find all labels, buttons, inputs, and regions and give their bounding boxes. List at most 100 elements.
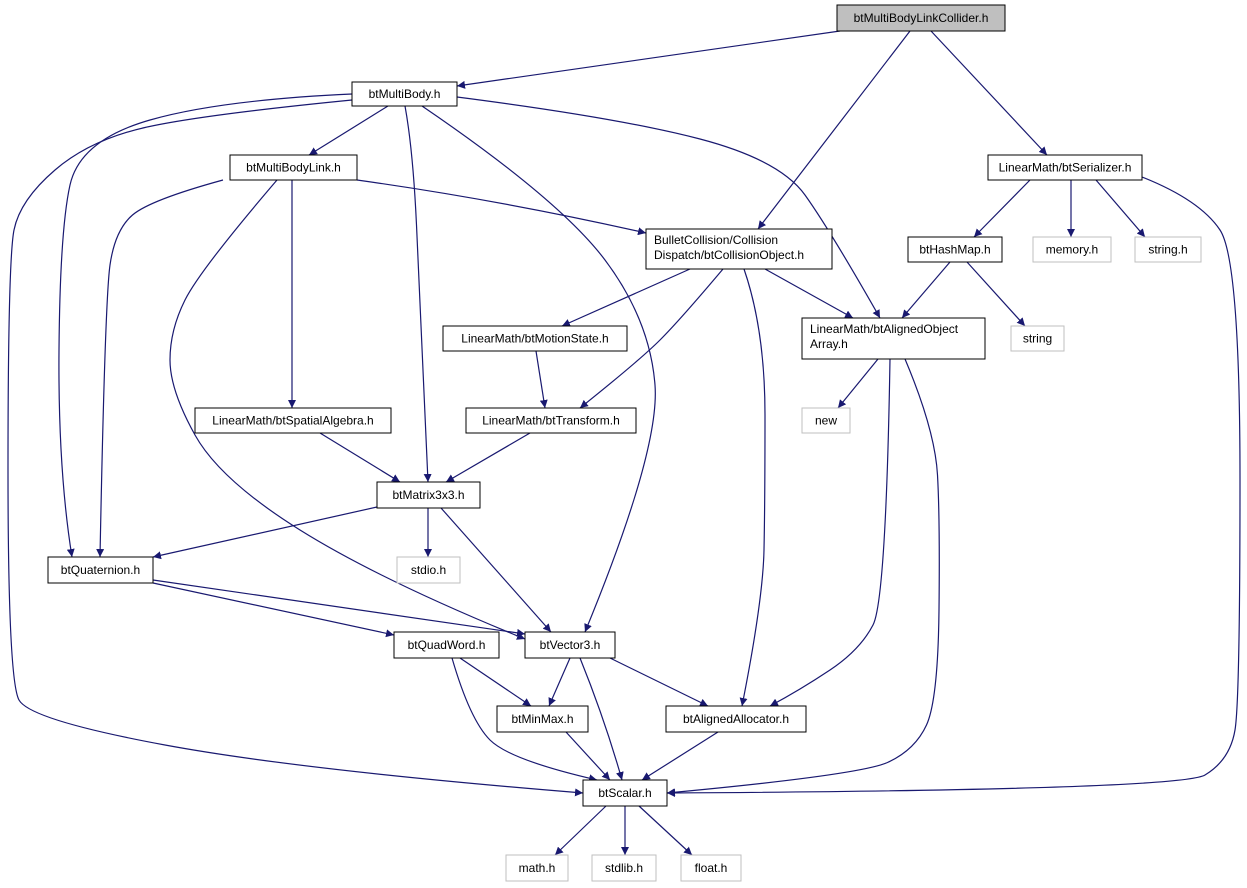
node-transform[interactable]: LinearMath/btTransform.h bbox=[465, 407, 637, 434]
node-box-string bbox=[1010, 325, 1065, 352]
node-box-quaternion bbox=[47, 556, 154, 584]
edge-collobj-to-transform bbox=[579, 268, 724, 409]
node-string: string bbox=[1010, 325, 1065, 352]
node-label-root: btMultiBodyLinkCollider.h bbox=[854, 11, 989, 25]
node-box-hashmap bbox=[907, 236, 1003, 263]
node-link[interactable]: btMultiBodyLink.h bbox=[229, 154, 358, 181]
edge-transform-to-matrix bbox=[445, 432, 531, 483]
node-new: new bbox=[801, 407, 851, 434]
node-label-scalar: btScalar.h bbox=[598, 786, 651, 800]
node-label-quaternion: btQuaternion.h bbox=[61, 563, 140, 577]
node-box-alignedarray bbox=[801, 317, 986, 360]
edge-collobj-to-alignedarray bbox=[764, 268, 854, 319]
node-label-transform: LinearMath/btTransform.h bbox=[482, 414, 620, 428]
node-label-memory: memory.h bbox=[1046, 243, 1098, 257]
node-box-motionstate bbox=[442, 325, 628, 352]
edge-vector3-to-minmax bbox=[548, 657, 571, 707]
node-label-spatial: LinearMath/btSpatialAlgebra.h bbox=[212, 414, 373, 428]
node-box-math bbox=[505, 854, 569, 882]
node-allocator[interactable]: btAlignedAllocator.h bbox=[665, 705, 807, 733]
node-motionstate[interactable]: LinearMath/btMotionState.h bbox=[442, 325, 628, 352]
node-root[interactable]: btMultiBodyLinkCollider.h bbox=[836, 4, 1006, 32]
node-quadword[interactable]: btQuadWord.h bbox=[393, 631, 500, 659]
node-label-multibody: btMultiBody.h bbox=[369, 87, 441, 101]
edge-serializer-to-hashmap bbox=[973, 179, 1031, 238]
node-label-collobj-line-1: BulletCollision/Collision bbox=[654, 233, 778, 247]
node-layer: btMultiBodyLinkCollider.h btMultiBody.h bt… bbox=[47, 4, 1202, 882]
edge-multibody-to-quaternion bbox=[58, 93, 353, 558]
edge-vector3-to-scalar bbox=[579, 657, 624, 781]
node-stdlib: stdlib.h bbox=[591, 854, 657, 882]
node-label-serializer: LinearMath/btSerializer.h bbox=[999, 161, 1132, 175]
node-label-stringh: string.h bbox=[1148, 243, 1187, 257]
edge-root-to-serializer bbox=[930, 30, 1048, 156]
node-label-motionstate: LinearMath/btMotionState.h bbox=[461, 332, 608, 346]
edge-matrix-to-quaternion bbox=[152, 506, 378, 560]
node-box-stringh bbox=[1134, 236, 1202, 263]
node-hashmap[interactable]: btHashMap.h bbox=[907, 236, 1003, 263]
node-label-minmax: btMinMax.h bbox=[511, 712, 573, 726]
edge-link-to-collobj bbox=[356, 179, 647, 236]
edge-motionstate-to-transform bbox=[535, 350, 548, 409]
node-label-link: btMultiBodyLink.h bbox=[246, 161, 341, 175]
node-box-minmax bbox=[496, 705, 589, 733]
edge-multibody-to-vector3 bbox=[421, 105, 656, 633]
node-label-allocator: btAlignedAllocator.h bbox=[683, 712, 789, 726]
node-label-stdio: stdio.h bbox=[411, 563, 446, 577]
node-box-transform bbox=[465, 407, 637, 434]
node-float: float.h bbox=[680, 854, 742, 882]
node-box-spatial bbox=[194, 407, 392, 434]
edge-quaternion-to-vector3 bbox=[152, 579, 526, 637]
node-multibody[interactable]: btMultiBody.h bbox=[351, 81, 458, 107]
edge-hashmap-to-string bbox=[966, 261, 1026, 327]
edge-scalar-to-math bbox=[554, 805, 607, 856]
node-label-vector3: btVector3.h bbox=[540, 638, 601, 652]
node-minmax[interactable]: btMinMax.h bbox=[496, 705, 589, 733]
node-box-root bbox=[836, 4, 1006, 32]
edge-root-to-multibody bbox=[456, 30, 841, 89]
node-spatial[interactable]: LinearMath/btSpatialAlgebra.h bbox=[194, 407, 392, 434]
node-label-math: math.h bbox=[519, 861, 556, 875]
node-box-vector3 bbox=[524, 631, 616, 659]
node-scalar[interactable]: btScalar.h bbox=[582, 779, 668, 807]
edge-collobj-to-allocator bbox=[739, 268, 766, 707]
node-label-quadword: btQuadWord.h bbox=[408, 638, 486, 652]
edge-scalar-to-float bbox=[638, 805, 693, 856]
node-label-collobj-line-2: Dispatch/btCollisionObject.h bbox=[654, 248, 804, 262]
node-serializer[interactable]: LinearMath/btSerializer.h bbox=[987, 154, 1143, 181]
node-box-scalar bbox=[582, 779, 668, 807]
edge-multibody-to-link bbox=[308, 105, 389, 156]
node-vector3[interactable]: btVector3.h bbox=[524, 631, 616, 659]
node-label-string: string bbox=[1023, 332, 1052, 346]
edge-multibody-to-matrix bbox=[404, 105, 432, 483]
node-stdio: stdio.h bbox=[396, 556, 461, 584]
node-collobj[interactable]: BulletCollision/CollisionDispatch/btColl… bbox=[645, 228, 833, 270]
node-box-allocator bbox=[665, 705, 807, 733]
edge-alignedarray-to-new bbox=[837, 358, 879, 409]
node-box-link bbox=[229, 154, 358, 181]
node-box-matrix bbox=[376, 481, 481, 509]
node-stringh: string.h bbox=[1134, 236, 1202, 263]
edge-root-to-collobj bbox=[757, 30, 911, 230]
edge-collobj-to-motionstate bbox=[561, 268, 691, 327]
node-matrix[interactable]: btMatrix3x3.h bbox=[376, 481, 481, 509]
node-box-memory bbox=[1032, 236, 1112, 263]
node-quaternion[interactable]: btQuaternion.h bbox=[47, 556, 154, 584]
node-label-alignedarray-line-1: LinearMath/btAlignedObject bbox=[810, 322, 959, 336]
node-box-float bbox=[680, 854, 742, 882]
edge-serializer-to-stringh bbox=[1095, 179, 1146, 238]
edge-spatial-to-matrix bbox=[319, 432, 401, 483]
edge-matrix-to-vector3 bbox=[440, 507, 552, 633]
node-box-new bbox=[801, 407, 851, 434]
node-label-float: float.h bbox=[695, 861, 728, 875]
edge-vector3-to-allocator bbox=[609, 657, 709, 707]
edge-serializer-to-scalar bbox=[666, 176, 1241, 797]
node-label-matrix: btMatrix3x3.h bbox=[392, 488, 464, 502]
edge-minmax-to-scalar bbox=[565, 731, 611, 781]
node-box-serializer bbox=[987, 154, 1143, 181]
node-label-alignedarray-line-2: Array.h bbox=[810, 337, 848, 351]
node-math: math.h bbox=[505, 854, 569, 882]
edge-quadword-to-scalar bbox=[451, 657, 598, 783]
